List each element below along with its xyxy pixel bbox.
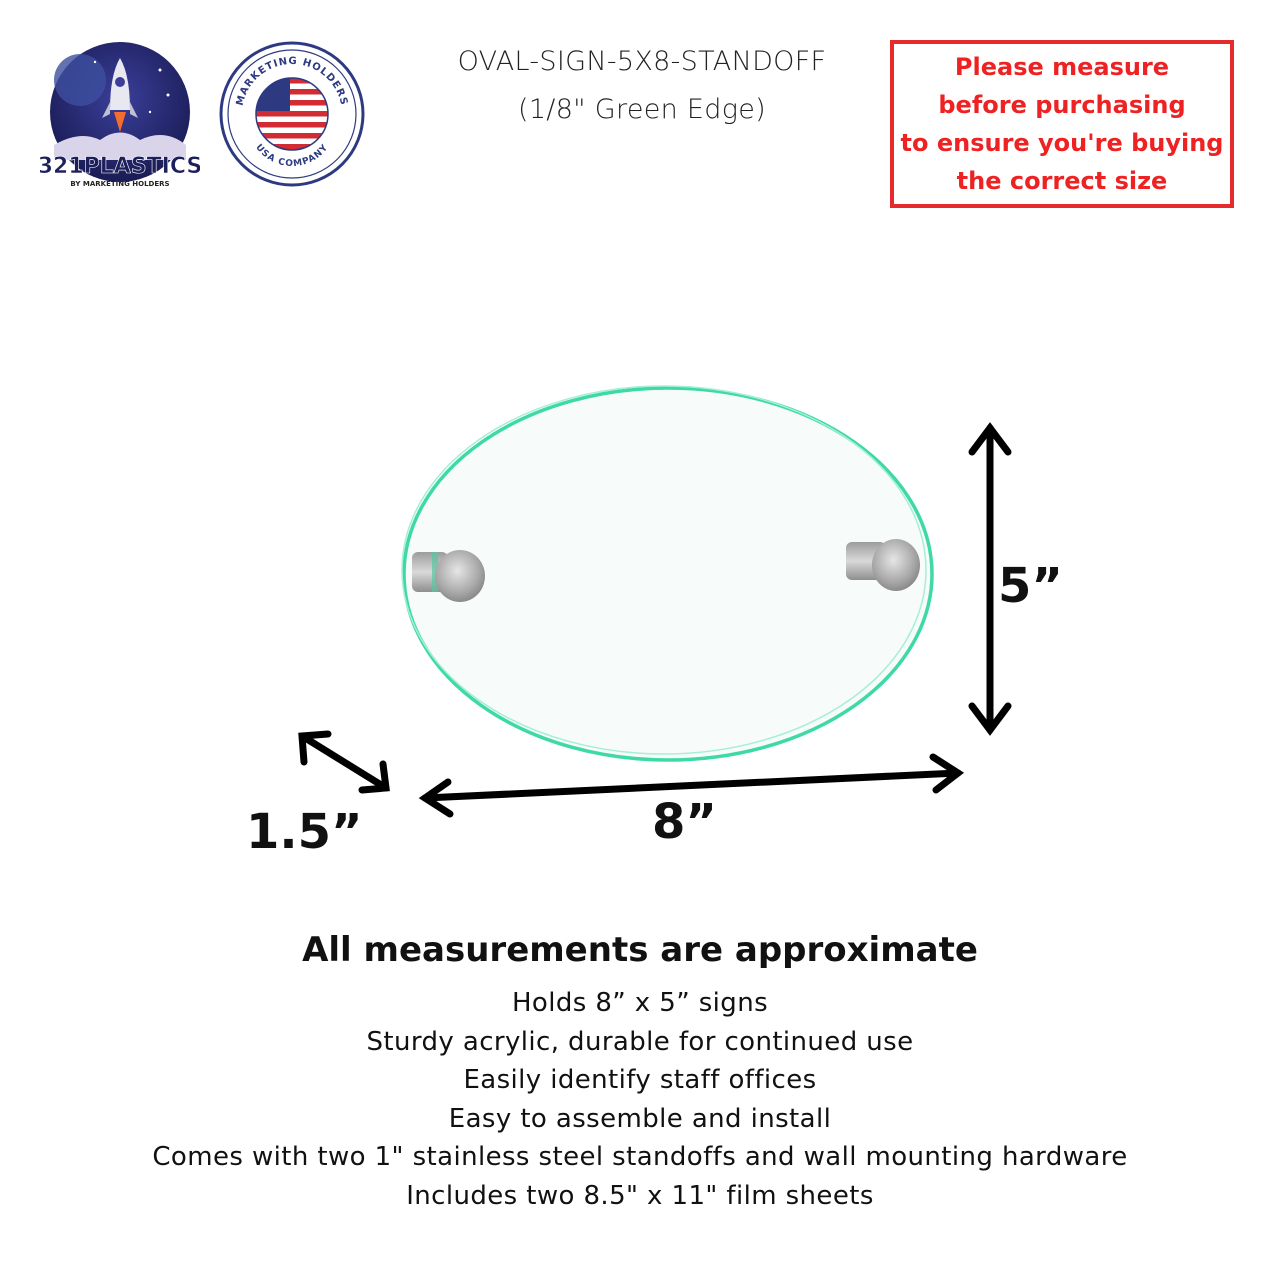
standoff-right — [846, 539, 920, 591]
measurement-disclaimer: All measurements are approximate — [302, 930, 978, 970]
feature-item: Holds 8” x 5” signs — [511, 988, 769, 1018]
measure-warning-box: Please measure before purchasing to ensu… — [890, 40, 1234, 208]
product-details: All measurements are approximate Holds 8… — [0, 930, 1280, 1216]
warning-line: the correct size — [956, 167, 1168, 195]
oval-sign — [401, 385, 934, 762]
product-code: OVAL-SIGN-5X8-STANDOFF — [457, 46, 827, 77]
brand-logo-321plastics: 321PLASTICS BY MARKETING HOLDERS — [37, 40, 203, 190]
feature-item: Sturdy acrylic, durable for continued us… — [366, 1026, 914, 1057]
depth-label: 1.5” — [246, 804, 363, 860]
product-title-block: OVAL-SIGN-5X8-STANDOFF (1/8" Green Edge) — [400, 38, 884, 134]
width-arrow — [418, 753, 965, 818]
height-arrow — [968, 422, 1012, 736]
warning-line: Please measure — [954, 53, 1170, 81]
rocket-logo-icon: 321PLASTICS BY MARKETING HOLDERS — [37, 42, 203, 188]
warning-line: to ensure you're buying — [900, 129, 1224, 157]
height-label: 5” — [998, 558, 1063, 614]
depth-arrow — [298, 730, 390, 794]
width-label: 8” — [652, 794, 717, 850]
brand-name: 321PLASTICS — [40, 154, 200, 179]
brand-logo-marketing-holders: MARKETING HOLDERS USA COMPANY — [218, 40, 366, 188]
brand-tagline: BY MARKETING HOLDERS — [70, 180, 169, 188]
standoff-left — [412, 550, 485, 602]
edge-note: (1/8" Green Edge) — [518, 94, 766, 125]
us-flag-seal-icon: MARKETING HOLDERS USA COMPANY — [219, 41, 365, 187]
feature-item: Easily identify staff offices — [463, 1065, 817, 1096]
feature-item: Comes with two 1" stainless steel stando… — [152, 1142, 1128, 1173]
warning-line: before purchasing — [938, 91, 1186, 119]
feature-item: Includes two 8.5" x 11" film sheets — [406, 1180, 874, 1211]
product-diagram: 5” 8” 1.5” — [246, 385, 1063, 860]
feature-item: Easy to assemble and install — [448, 1103, 832, 1134]
feature-list: Holds 8” x 5” signs Sturdy acrylic, dura… — [0, 984, 1280, 1216]
